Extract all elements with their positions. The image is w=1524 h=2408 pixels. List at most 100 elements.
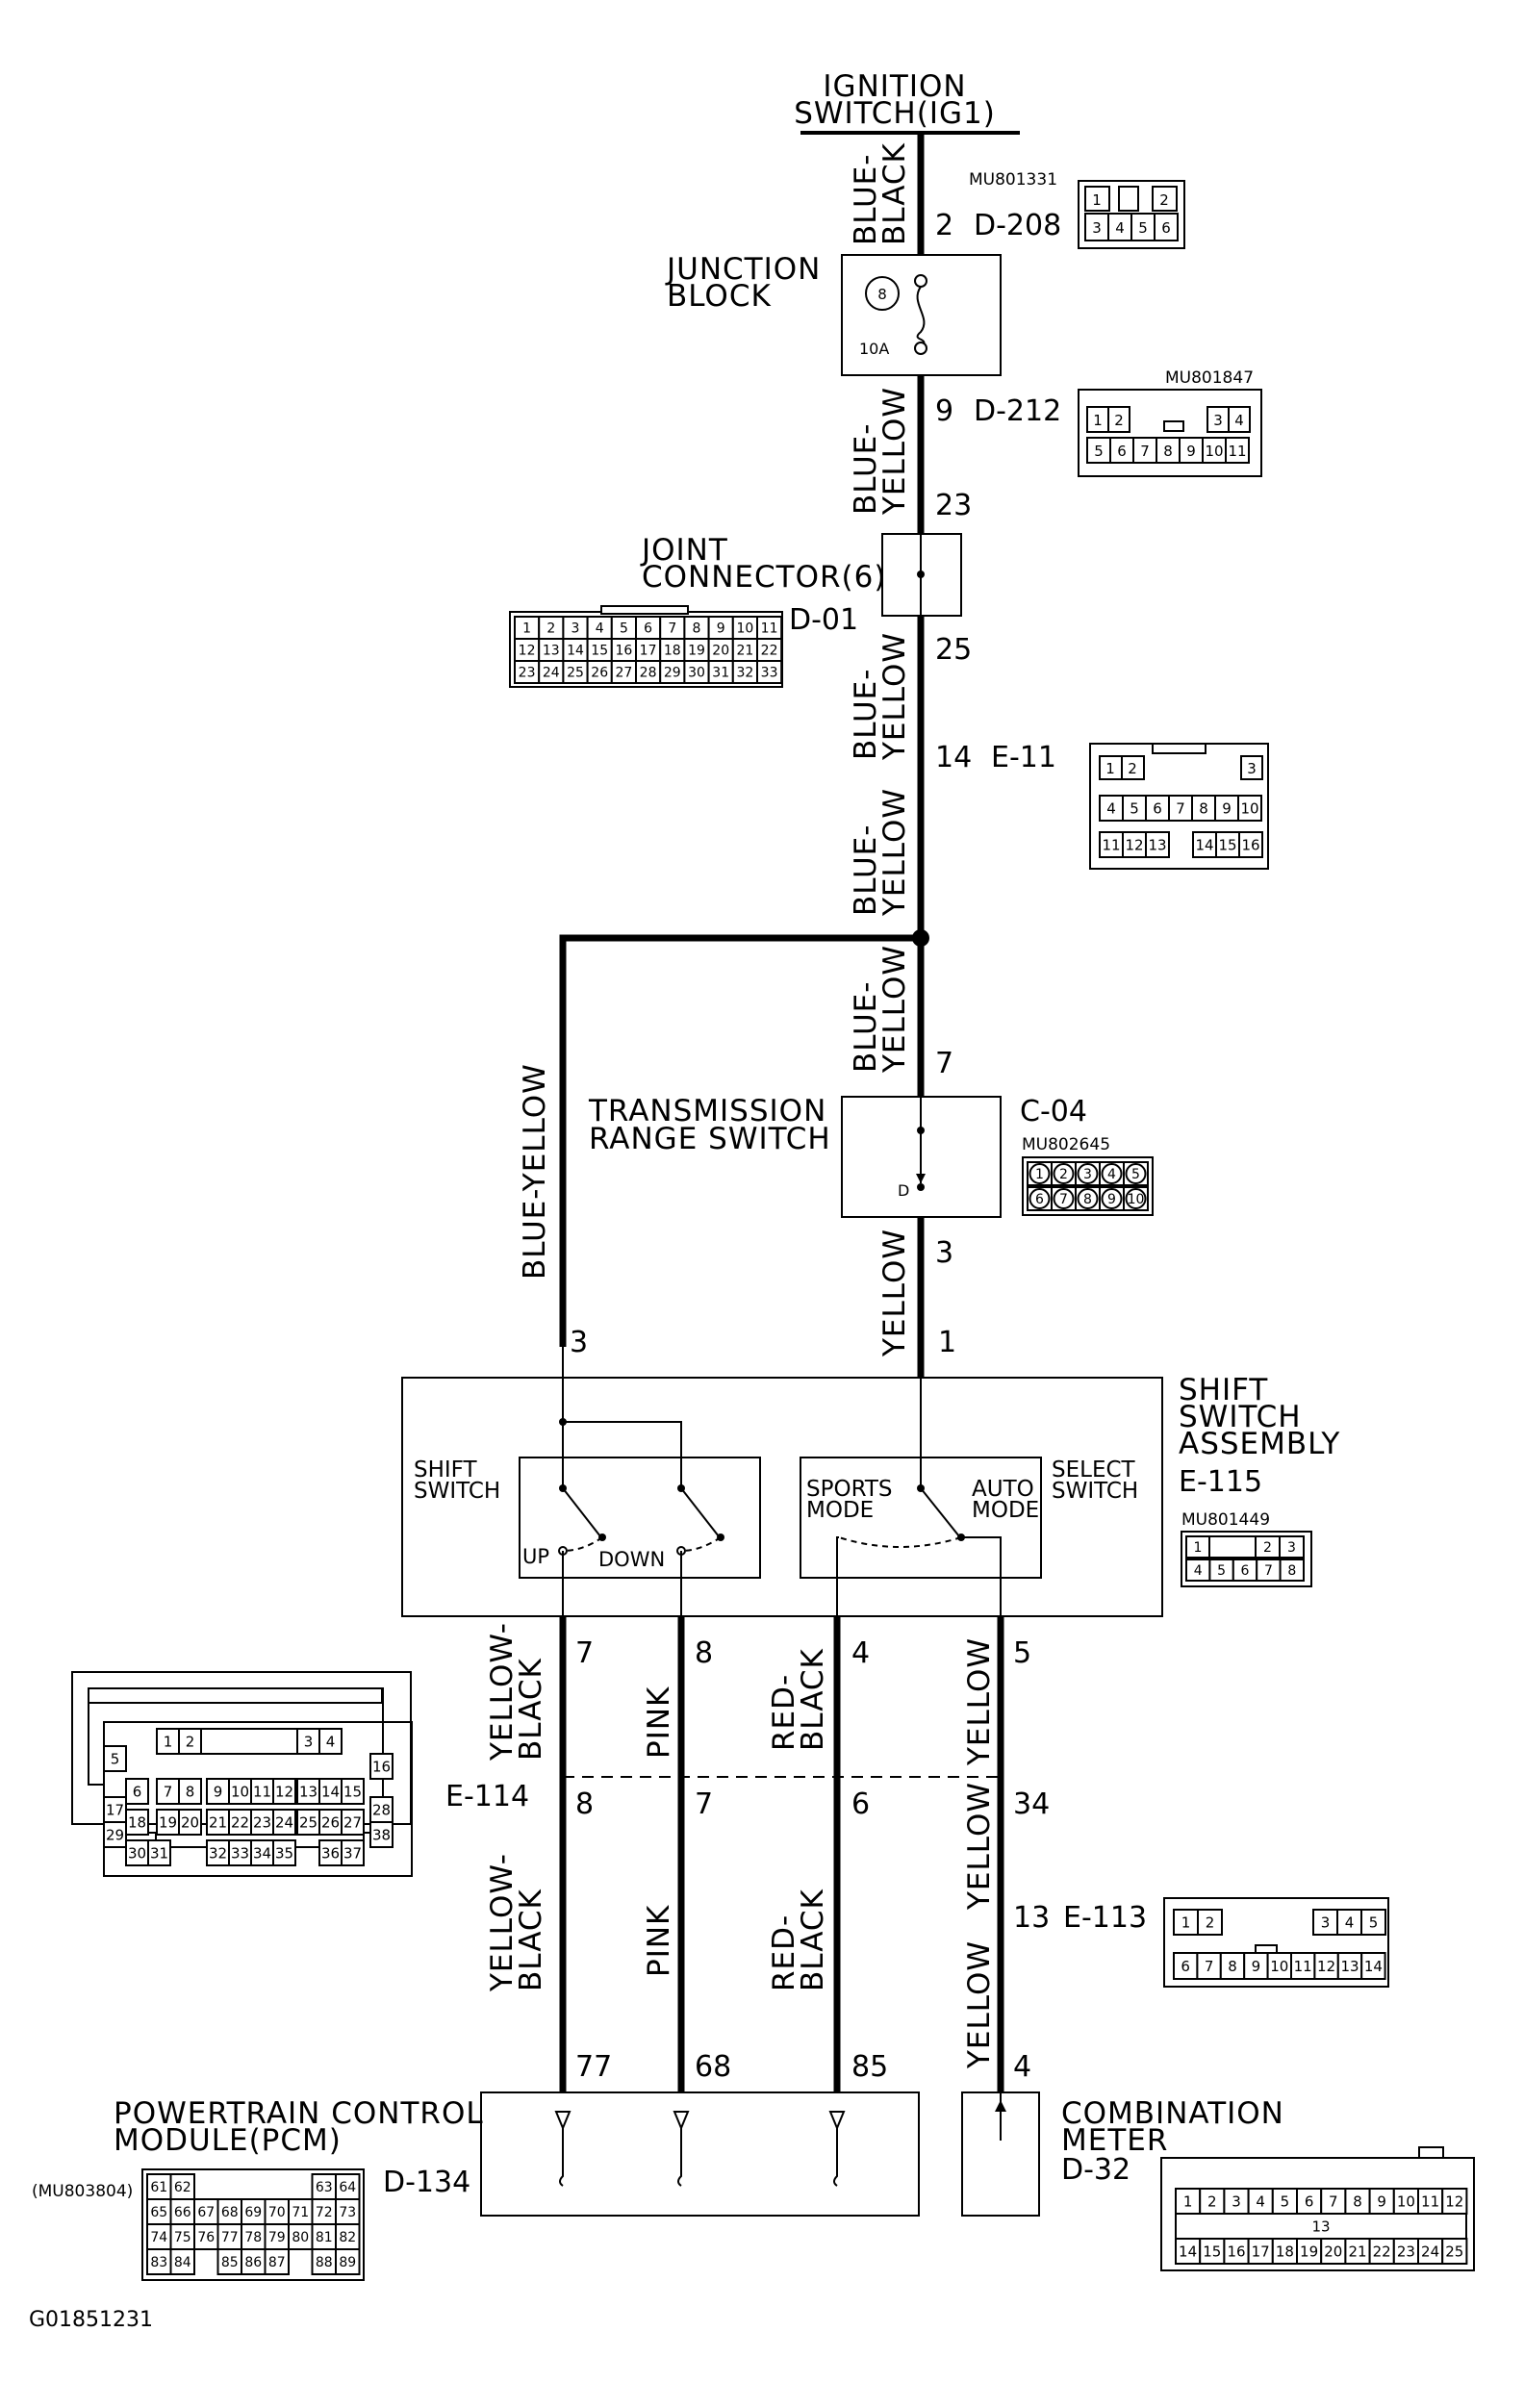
svg-text:83: 83 (150, 2255, 167, 2270)
svg-text:6: 6 (1117, 443, 1127, 460)
wire-label-blue-yellow-3: BLUE- YELLOW (849, 788, 912, 917)
svg-text:27: 27 (343, 1813, 362, 1831)
svg-text:12: 12 (1125, 836, 1143, 853)
svg-text:5: 5 (620, 621, 628, 636)
fuse-icon (914, 274, 927, 355)
svg-text:71: 71 (292, 2205, 309, 2220)
svg-text:12: 12 (275, 1783, 293, 1800)
svg-text:38: 38 (372, 1826, 391, 1843)
svg-text:14: 14 (1364, 1958, 1383, 1975)
wire-label-p4a: YELLOW (962, 1782, 997, 1911)
pcm-box (480, 2091, 920, 2217)
svg-text:1: 1 (164, 1733, 173, 1750)
svg-text:11: 11 (1421, 2193, 1439, 2210)
svg-text:15: 15 (343, 1783, 362, 1800)
svg-text:79: 79 (268, 2230, 286, 2245)
pin-ssa-o3: 4 (851, 1636, 870, 1670)
svg-text:15: 15 (591, 643, 608, 658)
svg-text:17: 17 (106, 1801, 124, 1818)
svg-text:4: 4 (1345, 1914, 1355, 1931)
svg-text:8: 8 (186, 1783, 195, 1800)
pin-trs-in: 7 (935, 1047, 953, 1080)
svg-text:75: 75 (174, 2230, 191, 2245)
svg-text:23: 23 (1397, 2243, 1415, 2260)
svg-text:14: 14 (567, 643, 584, 658)
svg-text:5: 5 (1369, 1914, 1379, 1931)
pin-ssa-o2: 8 (695, 1636, 713, 1670)
svg-text:23: 23 (253, 1813, 271, 1831)
svg-text:87: 87 (268, 2255, 286, 2270)
pin-e11: 14 (935, 741, 972, 774)
wire-label-blue-black: BLUE- BLACK (849, 142, 912, 245)
svg-text:8: 8 (1228, 1958, 1237, 1975)
svg-text:JUNCTION: JUNCTION (665, 252, 821, 287)
wire-label-o3: RED- BLACK (767, 1648, 830, 1751)
pin-ssa-o1: 7 (575, 1636, 594, 1670)
svg-text:YELLOW-: YELLOW- (485, 1853, 520, 1992)
wire-label-o4: YELLOW (962, 1637, 997, 1766)
svg-text:9: 9 (1222, 799, 1232, 817)
svg-text:YELLOW: YELLOW (877, 387, 912, 516)
svg-text:7: 7 (668, 621, 676, 636)
svg-text:30: 30 (688, 665, 705, 680)
svg-text:COMBINATION: COMBINATION (1061, 2096, 1284, 2131)
wire-label-o2: PINK (642, 1686, 676, 1759)
svg-text:23: 23 (519, 665, 536, 680)
svg-text:32: 32 (736, 665, 753, 680)
svg-text:32: 32 (209, 1844, 227, 1862)
svg-text:30: 30 (128, 1844, 146, 1862)
svg-text:13: 13 (299, 1783, 318, 1800)
svg-text:CONNECTOR(6): CONNECTOR(6) (642, 560, 886, 595)
connector-e115-part: MU801449 (1181, 1510, 1270, 1530)
svg-text:10: 10 (1205, 443, 1223, 460)
svg-text:3: 3 (572, 621, 580, 636)
svg-text:RED-: RED- (767, 1674, 801, 1751)
connector-d208-name: D-208 (974, 209, 1061, 242)
svg-text:25: 25 (1445, 2243, 1463, 2260)
svg-text:33: 33 (761, 665, 778, 680)
svg-text:7: 7 (1205, 1958, 1214, 1975)
svg-text:11: 11 (1102, 836, 1120, 853)
connector-d212-face: 1 2 3 4 5 6 7 8 9 10 11 (1078, 389, 1262, 477)
svg-text:26: 26 (591, 665, 608, 680)
svg-text:1: 1 (1035, 1167, 1044, 1182)
pin-pcm-2: 68 (695, 2050, 731, 2084)
connector-c04-part: MU802645 (1022, 1135, 1110, 1154)
connector-d32-name: D-32 (1061, 2153, 1130, 2187)
svg-text:BLACK: BLACK (796, 1648, 830, 1751)
svg-text:1: 1 (522, 621, 531, 636)
svg-text:AUTO: AUTO (972, 1477, 1034, 1502)
svg-text:63: 63 (316, 2180, 333, 2195)
select-switch-label: SELECT SWITCH (1052, 1457, 1138, 1504)
junction-block-label: JUNCTION BLOCK (665, 252, 821, 314)
svg-text:18: 18 (664, 643, 681, 658)
svg-text:29: 29 (106, 1826, 124, 1843)
svg-text:10: 10 (231, 1783, 249, 1800)
svg-text:2: 2 (546, 621, 555, 636)
svg-text:19: 19 (159, 1813, 177, 1831)
sports-mode-label: SPORTS MODE (806, 1477, 893, 1523)
svg-text:5: 5 (1094, 443, 1104, 460)
pin-d208: 2 (935, 209, 953, 242)
svg-text:6: 6 (644, 621, 652, 636)
svg-text:BLUE-: BLUE- (849, 423, 883, 515)
pin-ssa-left: 3 (570, 1326, 588, 1359)
svg-text:8: 8 (1163, 443, 1173, 460)
svg-text:77: 77 (221, 2230, 239, 2245)
combination-meter-label: COMBINATION METER (1061, 2096, 1284, 2158)
svg-text:IGNITION: IGNITION (823, 69, 966, 104)
pin-pcm-3: 85 (851, 2050, 888, 2084)
svg-text:76: 76 (197, 2230, 215, 2245)
svg-text:17: 17 (640, 643, 657, 658)
down-label: DOWN (598, 1548, 665, 1571)
svg-text:YELLOW: YELLOW (877, 945, 912, 1074)
svg-text:66: 66 (174, 2205, 191, 2220)
connector-d212-part: MU801847 (1165, 368, 1254, 388)
svg-text:SWITCH: SWITCH (1052, 1479, 1138, 1504)
wire-label-p4b: YELLOW (962, 1940, 997, 2069)
svg-text:28: 28 (640, 665, 657, 680)
svg-text:21: 21 (736, 643, 753, 658)
svg-text:81: 81 (316, 2230, 333, 2245)
svg-text:3: 3 (1287, 1540, 1296, 1556)
connector-e11-name: E-11 (991, 741, 1056, 774)
